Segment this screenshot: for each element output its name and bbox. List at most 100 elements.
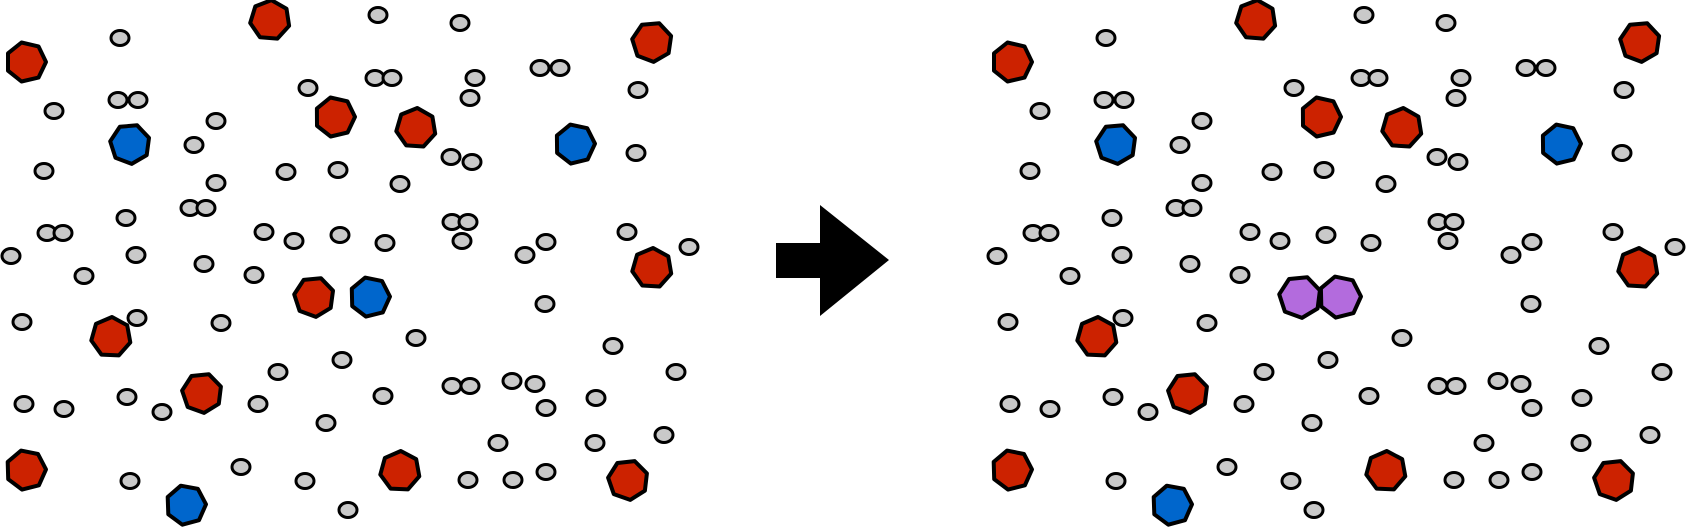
before-small-particle bbox=[126, 309, 148, 327]
after-small-particle bbox=[1093, 91, 1115, 109]
after-red-large-particle bbox=[1300, 95, 1343, 139]
before-small-particle bbox=[653, 426, 675, 444]
before-small-particle bbox=[602, 337, 624, 355]
before-red-large-particle bbox=[6, 40, 48, 84]
before-red-large-particle bbox=[5, 448, 48, 492]
before-small-particle bbox=[487, 434, 509, 452]
before-small-particle bbox=[329, 226, 351, 244]
before-small-particle bbox=[253, 223, 275, 241]
after-small-particle bbox=[1303, 501, 1325, 519]
after-small-particle bbox=[1488, 471, 1510, 489]
before-small-particle bbox=[195, 199, 217, 217]
after-small-particle bbox=[1229, 266, 1251, 284]
after-small-particle bbox=[1651, 363, 1673, 381]
before-small-particle bbox=[529, 59, 551, 77]
before-small-particle bbox=[364, 69, 386, 87]
after-small-particle bbox=[1269, 232, 1291, 250]
after-small-particle bbox=[1426, 148, 1448, 166]
after-small-particle bbox=[1181, 199, 1203, 217]
before-small-particle bbox=[451, 232, 473, 250]
after-small-particle bbox=[1179, 255, 1201, 273]
before-small-particle bbox=[449, 14, 471, 32]
before-small-particle bbox=[549, 59, 571, 77]
after-small-particle bbox=[1101, 209, 1123, 227]
after-small-particle bbox=[1613, 81, 1635, 99]
after-red-large-particle bbox=[1616, 246, 1660, 289]
after-small-particle bbox=[1196, 314, 1218, 332]
before-red-large-particle bbox=[630, 246, 674, 289]
after-small-particle bbox=[1588, 337, 1610, 355]
after-blue-large-particle bbox=[1540, 122, 1583, 166]
after-small-particle bbox=[1317, 351, 1339, 369]
after-small-particle bbox=[1039, 400, 1061, 418]
after-blue-large-particle bbox=[1094, 123, 1137, 166]
after-small-particle bbox=[1435, 14, 1457, 32]
after-small-particle bbox=[1360, 234, 1382, 252]
before-small-particle bbox=[127, 91, 149, 109]
after-small-particle bbox=[1437, 232, 1459, 250]
after-panel bbox=[986, 0, 1686, 527]
before-red-large-particle bbox=[248, 0, 292, 41]
after-small-particle bbox=[1029, 102, 1051, 120]
before-small-particle bbox=[247, 395, 269, 413]
before-small-particle bbox=[457, 213, 479, 231]
before-small-particle bbox=[535, 399, 557, 417]
before-small-particle bbox=[441, 377, 463, 395]
after-small-particle bbox=[1191, 174, 1213, 192]
before-small-particle bbox=[457, 471, 479, 489]
before-small-particle bbox=[367, 6, 389, 24]
before-small-particle bbox=[535, 233, 557, 251]
after-small-particle bbox=[1137, 403, 1159, 421]
after-small-particle bbox=[1515, 59, 1537, 77]
after-small-particle bbox=[1261, 163, 1283, 181]
before-small-particle bbox=[327, 161, 349, 179]
before-red-large-particle bbox=[630, 21, 674, 64]
after-small-particle bbox=[1445, 89, 1467, 107]
before-small-particle bbox=[440, 148, 462, 166]
before-small-particle bbox=[33, 162, 55, 180]
after-red-large-particle bbox=[992, 40, 1034, 84]
after-small-particle bbox=[1239, 223, 1261, 241]
after-small-particle bbox=[1111, 246, 1133, 264]
before-small-particle bbox=[11, 313, 33, 331]
after-small-particle bbox=[1350, 69, 1372, 87]
after-small-particle bbox=[1602, 223, 1624, 241]
after-small-particle bbox=[986, 247, 1008, 265]
after-small-particle bbox=[1487, 372, 1509, 390]
before-red-large-particle bbox=[292, 276, 335, 319]
after-small-particle bbox=[1473, 434, 1495, 452]
before-small-particle bbox=[535, 463, 557, 481]
before-red-large-particle bbox=[606, 459, 649, 502]
after-small-particle bbox=[1611, 144, 1633, 162]
after-small-particle bbox=[1113, 91, 1135, 109]
after-small-particle bbox=[1283, 79, 1305, 97]
after-small-particle bbox=[1102, 388, 1124, 406]
after-small-particle bbox=[997, 313, 1019, 331]
before-red-large-particle bbox=[314, 95, 357, 139]
before-small-particle bbox=[459, 377, 481, 395]
after-merged-large-particle bbox=[1277, 275, 1322, 320]
after-small-particle bbox=[1570, 434, 1592, 452]
before-blue-large-particle bbox=[554, 122, 597, 166]
before-small-particle bbox=[627, 81, 649, 99]
before-small-particle bbox=[13, 395, 35, 413]
before-small-particle bbox=[374, 234, 396, 252]
before-red-large-particle bbox=[378, 449, 422, 492]
after-small-particle bbox=[1521, 233, 1543, 251]
after-small-particle bbox=[1019, 162, 1041, 180]
before-blue-large-particle bbox=[349, 275, 392, 319]
after-merged-large-particle bbox=[1318, 274, 1363, 320]
before-small-particle bbox=[584, 434, 606, 452]
before-small-particle bbox=[616, 223, 638, 241]
after-small-particle bbox=[1450, 69, 1472, 87]
before-small-particle bbox=[183, 136, 205, 154]
before-small-particle bbox=[461, 153, 483, 171]
before-small-particle bbox=[625, 144, 647, 162]
before-small-particle bbox=[119, 472, 141, 490]
after-small-particle bbox=[1639, 426, 1661, 444]
after-red-large-particle bbox=[1166, 372, 1209, 415]
before-small-particle bbox=[210, 314, 232, 332]
after-red-large-particle bbox=[1592, 459, 1635, 502]
before-small-particle bbox=[230, 458, 252, 476]
